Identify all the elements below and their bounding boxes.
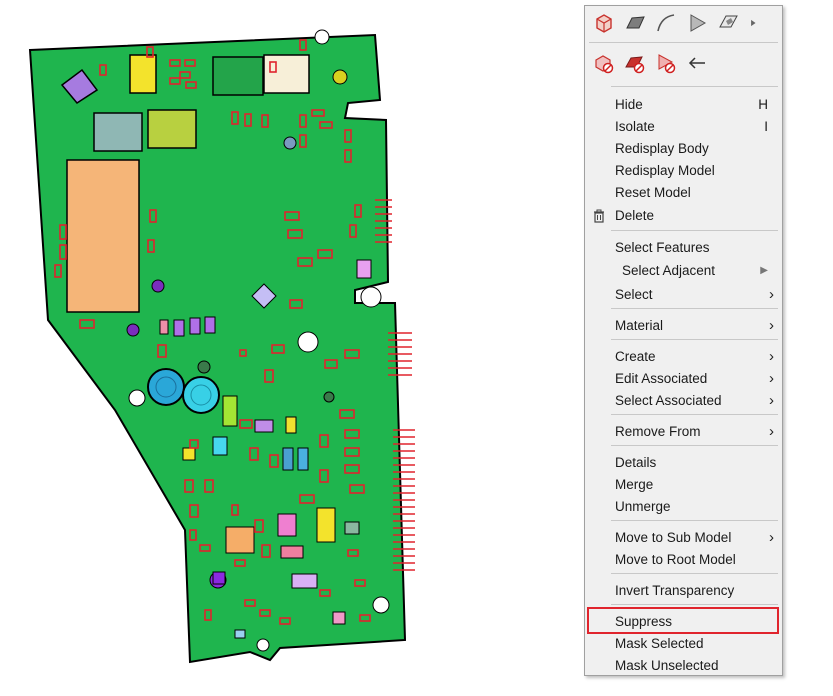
mount-hole <box>314 29 330 45</box>
component-orange-pad[interactable] <box>225 526 255 554</box>
more-arrow-icon[interactable] <box>746 11 760 35</box>
hide-flag-icon[interactable] <box>653 51 679 75</box>
menu-separator <box>611 86 778 87</box>
trash-icon <box>594 209 604 223</box>
menu-separator <box>611 445 778 446</box>
menu-item-reset-model[interactable]: Reset Model <box>615 185 691 200</box>
menu-item-unmerge[interactable]: Unmerge <box>615 499 671 514</box>
smd-pads <box>54 39 371 625</box>
menu-item-mask-unselected[interactable]: Mask Unselected <box>615 658 719 673</box>
menu-item-select[interactable]: Select› <box>615 286 774 303</box>
menu-item-move-to-sub-model[interactable]: Move to Sub Model› <box>615 529 774 546</box>
component-yellow-small[interactable] <box>182 447 196 461</box>
hide-solid-icon[interactable] <box>591 51 617 75</box>
surface-patch-icon[interactable] <box>715 11 741 35</box>
capacitor-small[interactable] <box>126 323 140 337</box>
pin-header <box>375 199 415 571</box>
menu-item-invert-transparency[interactable]: Invert Transparency <box>615 583 735 598</box>
component-connector-green[interactable] <box>212 56 264 96</box>
capacitor[interactable] <box>147 368 185 406</box>
menu-item-select-features[interactable]: Select Features <box>615 240 710 255</box>
curve-icon[interactable] <box>653 11 679 35</box>
back-arrow-icon[interactable] <box>684 51 710 75</box>
menu-item-select-adjacent[interactable]: Select Adjacent▶ <box>622 263 768 278</box>
component-lavender3[interactable] <box>254 419 274 433</box>
menu-item-redisplay-body[interactable]: Redisplay Body <box>615 141 709 156</box>
menu-separator <box>611 308 778 309</box>
menu-item-suppress[interactable]: Suppress <box>615 614 673 629</box>
component-yellow-ic[interactable] <box>129 54 157 94</box>
component-cyan[interactable] <box>212 436 228 456</box>
component-pink-small[interactable] <box>159 319 169 335</box>
solid-cube-icon[interactable] <box>591 11 617 35</box>
hide-surface-icon[interactable] <box>622 51 648 75</box>
menu-item-material[interactable]: Material› <box>615 317 774 334</box>
component-blue-small[interactable] <box>297 447 309 471</box>
hide-filter-toolbar <box>591 50 715 76</box>
menu-separator <box>611 339 778 340</box>
component-lime[interactable] <box>222 395 238 427</box>
capacitor-small[interactable] <box>283 136 297 150</box>
component-magenta[interactable] <box>356 259 372 279</box>
menu-separator <box>611 230 778 231</box>
pcb-board[interactable] <box>28 33 407 664</box>
component-purple-small[interactable] <box>212 571 226 585</box>
flag-icon[interactable] <box>684 11 710 35</box>
menu-item-select-associated[interactable]: Select Associated› <box>615 392 774 409</box>
component-teal-small[interactable] <box>344 521 360 535</box>
component-purple-row[interactable] <box>189 317 201 335</box>
menu-item-create[interactable]: Create› <box>615 348 774 365</box>
menu-item-delete[interactable]: Delete <box>585 205 782 227</box>
mount-hole <box>128 389 146 407</box>
component-blue-small[interactable] <box>282 447 294 471</box>
component-purple-chip[interactable] <box>60 68 99 104</box>
capacitor-small[interactable] <box>323 391 335 403</box>
component-relay-left[interactable] <box>93 112 143 152</box>
component-purple-row[interactable] <box>204 316 216 334</box>
mount-hole <box>297 331 319 353</box>
component-relay-right[interactable] <box>147 109 197 149</box>
menu-item-merge[interactable]: Merge <box>615 477 654 492</box>
menu-item-details[interactable]: Details <box>615 455 657 470</box>
mount-hole <box>256 638 270 652</box>
mount-hole <box>372 596 390 614</box>
component-lavender[interactable] <box>251 283 277 309</box>
component-yellow[interactable] <box>316 507 336 543</box>
capacitor-small[interactable] <box>151 279 165 293</box>
component-purple-row[interactable] <box>173 319 185 337</box>
menu-separator <box>611 520 778 521</box>
menu-item-remove-from[interactable]: Remove From› <box>615 423 774 440</box>
component-pink-small[interactable] <box>332 611 346 625</box>
component-lavender2[interactable] <box>291 573 318 589</box>
component-yellow-small[interactable] <box>285 416 297 434</box>
model-viewport[interactable] <box>0 0 560 696</box>
capacitor-small[interactable] <box>197 360 211 374</box>
component-lightblue[interactable] <box>234 629 246 639</box>
menu-item-move-to-root-model[interactable]: Move to Root Model <box>615 552 736 567</box>
capacitor-small[interactable] <box>332 69 348 85</box>
menu-separator <box>589 42 778 43</box>
menu-item-redisplay-model[interactable]: Redisplay Model <box>615 163 715 178</box>
component-pink[interactable] <box>277 513 297 537</box>
menu-separator <box>611 573 778 574</box>
component-large-pad[interactable] <box>66 159 140 313</box>
shaded-surface-icon[interactable] <box>622 11 648 35</box>
selection-filter-toolbar <box>591 10 765 36</box>
menu-separator <box>611 414 778 415</box>
menu-item-mask-selected[interactable]: Mask Selected <box>615 636 704 651</box>
capacitor[interactable] <box>182 376 220 414</box>
menu-separator <box>611 604 778 605</box>
component-connector-white[interactable] <box>263 54 310 94</box>
menu-item-edit-associated[interactable]: Edit Associated› <box>615 370 774 387</box>
component-pink2[interactable] <box>280 545 304 559</box>
mount-hole <box>360 286 382 308</box>
